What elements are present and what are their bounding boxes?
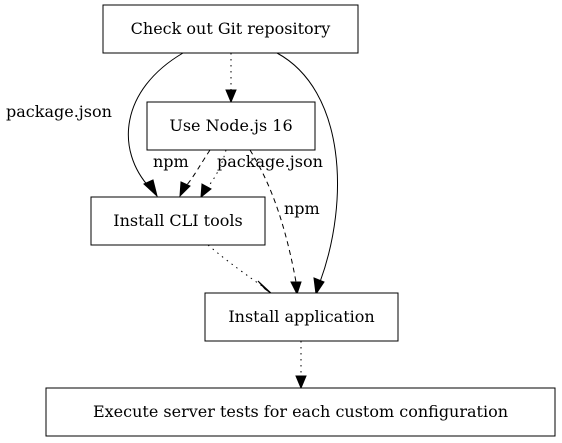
edge-node16-to-cli-dashed: npm	[153, 149, 211, 198]
node-check-out-git-repository: Check out Git repository	[102, 4, 359, 54]
node-use-nodejs-16: Use Node.js 16	[146, 101, 316, 151]
arrowhead-icon	[143, 179, 158, 198]
arrowhead-icon	[200, 183, 212, 199]
arrowhead-icon	[313, 277, 325, 296]
edge-checkout-to-cli: package.json	[6, 52, 184, 198]
node-label: Use Node.js 16	[169, 116, 292, 135]
node-install-cli-tools: Install CLI tools	[90, 196, 266, 246]
node-label: Install CLI tools	[113, 211, 242, 230]
arrowhead-icon	[290, 281, 302, 296]
edge-label-package-json-left: package.json	[6, 102, 112, 121]
arrowhead-icon	[257, 280, 273, 295]
edge-checkout-to-node16	[225, 53, 237, 104]
edge-node16-to-app-dashed: package.json npm	[217, 149, 323, 296]
edge-label-package-json-right: package.json	[217, 152, 323, 171]
node-label: Execute server tests for each custom con…	[93, 402, 508, 421]
edge-label-npm-right: npm	[284, 199, 320, 218]
arrowhead-icon	[295, 375, 307, 390]
edge-app-to-tests	[295, 341, 307, 390]
node-label: Check out Git repository	[131, 19, 331, 38]
node-execute-server-tests: Execute server tests for each custom con…	[45, 387, 556, 437]
arrowhead-icon	[179, 181, 191, 198]
arrowhead-icon	[225, 89, 237, 104]
node-install-application: Install application	[204, 292, 399, 342]
node-label: Install application	[228, 307, 374, 326]
edge-label-npm-left: npm	[153, 152, 189, 171]
edge-checkout-to-app	[276, 52, 338, 296]
edge-cli-to-app	[207, 244, 273, 295]
edge-node16-to-cli-dotted	[200, 149, 227, 199]
